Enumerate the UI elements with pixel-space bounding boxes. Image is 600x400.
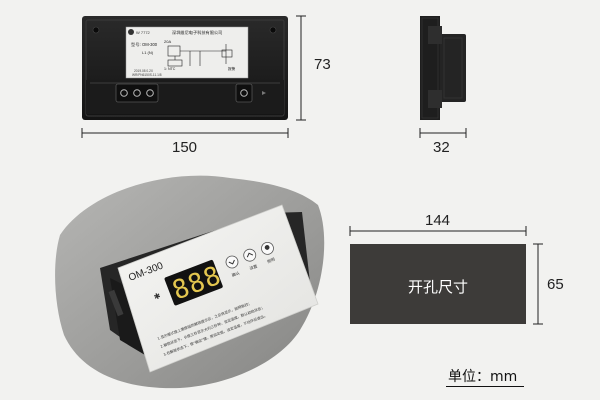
label-alarm: 报警 [228, 66, 236, 71]
down-arrow-icon [228, 259, 235, 265]
label-company: 深圳维尼电子科技有限公司 [172, 29, 222, 36]
confirm-button-label: 确认 [231, 269, 241, 277]
terminal-screw [120, 89, 128, 97]
dimension-height-73 [296, 15, 306, 121]
label-model: OM-300 [142, 42, 158, 47]
snowflake-icon: ✱ [152, 291, 162, 302]
brand-logo [128, 29, 134, 35]
label-io: L1 (N) [142, 50, 154, 55]
dimension-width-150 [81, 128, 289, 138]
dim-label-150: 150 [172, 139, 198, 156]
label-code: 2019.08 0.2X [134, 69, 154, 73]
wiring-diagram [167, 44, 233, 67]
dimension-cutout-width-144 [349, 226, 527, 236]
dim-label-144: 144 [425, 212, 451, 229]
mount-hole [269, 26, 277, 34]
cutout-rect [350, 244, 526, 324]
label-code-2: WR/PN6150S-11.1/8 [132, 73, 162, 77]
set-button[interactable] [242, 247, 258, 263]
cutout-view [349, 226, 543, 325]
side-view [419, 16, 467, 138]
dim-label-65: 65 [547, 276, 564, 293]
up-arrow-icon [246, 252, 254, 258]
unit-label: 单位：mm [448, 369, 518, 385]
label-brand: W 7772 [136, 30, 151, 35]
sensor-terminal-block [115, 83, 159, 103]
side-clip [440, 34, 466, 102]
set-button-label: 设置 [248, 263, 258, 271]
terminal-screw [133, 89, 141, 97]
arrow-icon [262, 91, 266, 95]
panel-side-clip [108, 289, 124, 317]
label-range: 20A [164, 39, 171, 44]
label-model-prefix: 型号: [131, 41, 141, 48]
power-terminal-block [235, 83, 253, 103]
side-bracket [428, 26, 442, 44]
led-display [164, 259, 223, 306]
terminal-screw [146, 89, 154, 97]
terminal-screw [240, 89, 248, 97]
mount-hole [92, 26, 100, 34]
label-pin: 1: NTC [164, 67, 176, 71]
bulb-icon [264, 245, 270, 250]
top-view: W 7772 深圳维尼电子科技有限公司 20A 型号: OM-300 L1 (N… [81, 15, 306, 138]
product-label: W 7772 深圳维尼电子科技有限公司 20A 型号: OM-300 L1 (N… [125, 26, 249, 79]
dimension-cutout-height-65 [533, 243, 543, 325]
product-photo: OM-300 888 ✱ 确认 设置 照明 1.显示模式按上面按钮的解锁提示后，… [55, 175, 325, 389]
light-button-label: 照明 [266, 257, 275, 265]
dim-label-73: 73 [314, 56, 331, 73]
cutout-size-label: 开孔尺寸 [407, 278, 468, 296]
unit-underline [446, 386, 524, 387]
dimension-depth-32 [419, 128, 467, 138]
confirm-button[interactable] [224, 254, 240, 270]
side-bracket [428, 90, 442, 108]
dim-label-32: 32 [433, 139, 450, 156]
